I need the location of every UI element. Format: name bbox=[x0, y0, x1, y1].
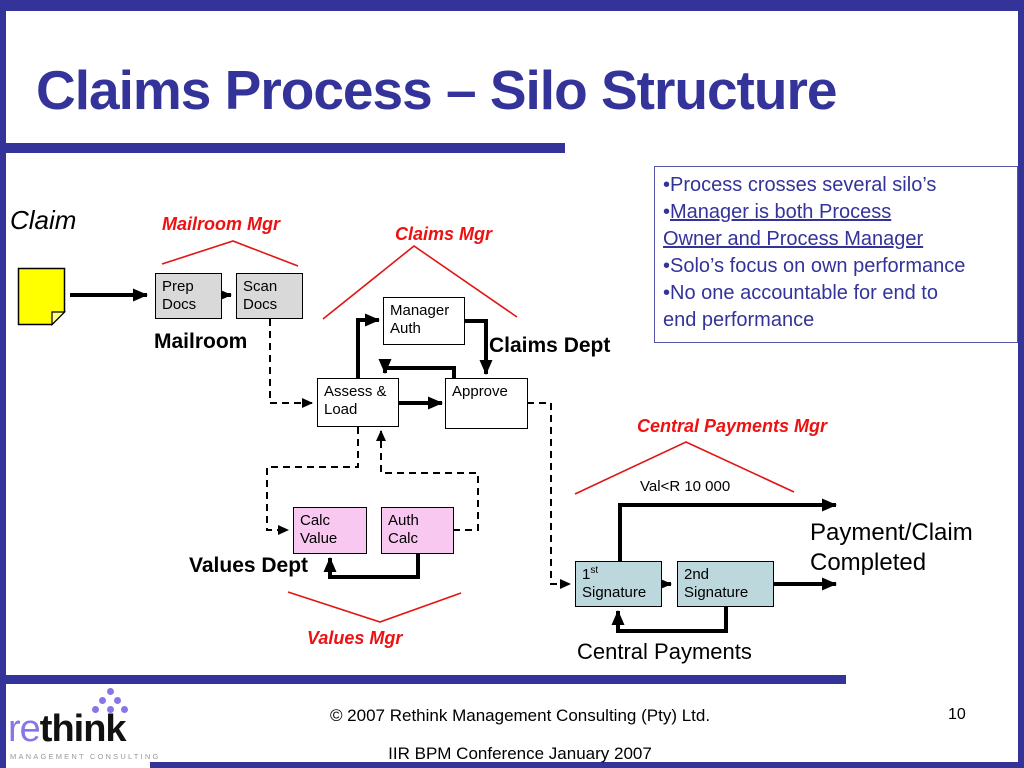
title-underline bbox=[0, 143, 565, 153]
second-signature-line1: 2nd bbox=[684, 566, 710, 583]
callout-line: •No one accountable for end to bbox=[663, 282, 938, 304]
callout-line: •Process crosses several silo’s bbox=[663, 174, 937, 196]
second-signature-box: 2nd Signature bbox=[677, 561, 774, 607]
arrow-authcalc-back-to-calcvalue bbox=[323, 553, 420, 579]
auth-calc-box: Auth Calc bbox=[381, 507, 454, 554]
claims-mgr-label: Claims Mgr bbox=[395, 224, 493, 244]
arrow-assess-to-managerauth bbox=[356, 313, 380, 379]
manager-span-brackets bbox=[161, 240, 795, 623]
callout-line: end performance bbox=[663, 309, 815, 331]
rethink-logo: rethink MANAGEMENT CONSULTING bbox=[8, 688, 178, 762]
first-signature-box: 1st Signature bbox=[575, 561, 662, 607]
frame-top-bar bbox=[0, 0, 1024, 11]
footer-conference: IIR BPM Conference January 2007 bbox=[388, 744, 652, 763]
silo-notes-callout: •Process crosses several silo’s •Manager… bbox=[654, 166, 1018, 343]
callout-line: •Manager is both Process bbox=[663, 201, 892, 223]
central-payments-mgr-label: Central Payments Mgr bbox=[637, 416, 828, 436]
manager-auth-box: Manager Auth bbox=[383, 297, 465, 345]
logo-dot bbox=[114, 697, 121, 704]
mailroom-mgr-label: Mailroom Mgr bbox=[162, 214, 281, 234]
logo-tagline: MANAGEMENT CONSULTING bbox=[10, 752, 161, 761]
mailroom-mgr-bracket bbox=[161, 240, 299, 267]
claims-dept-label: Claims Dept bbox=[489, 334, 611, 357]
frame-bottom-bar bbox=[150, 762, 1024, 768]
footer-copyright: © 2007 Rethink Management Consulting (Pt… bbox=[329, 706, 711, 725]
assess-load-box: Assess & Load bbox=[317, 378, 399, 427]
frame-left-bar bbox=[0, 0, 6, 768]
logo-dot bbox=[107, 688, 114, 695]
values-dept-label: Values Dept bbox=[189, 554, 309, 577]
slide-page-number: 10 bbox=[948, 706, 966, 723]
logo-wordmark: rethink bbox=[8, 708, 127, 750]
approve-box: Approve bbox=[445, 378, 528, 429]
value-condition-label: Val<R 10 000 bbox=[640, 478, 731, 495]
dashed-assess-to-calcvalue bbox=[266, 427, 359, 535]
frame-right-bar bbox=[1018, 0, 1024, 768]
dashed-scan-to-assess bbox=[269, 319, 313, 408]
values-mgr-label: Values Mgr bbox=[307, 628, 403, 648]
mailroom-dept-label: Mailroom bbox=[154, 330, 248, 353]
values-mgr-bracket bbox=[287, 591, 462, 623]
solid-flow-arrows bbox=[70, 288, 837, 633]
page-title: Claims Process – Silo Structure bbox=[36, 59, 837, 121]
arrow-approve-back-to-assess bbox=[378, 359, 456, 379]
first-signature-line2: Signature bbox=[582, 584, 647, 601]
logo-dot bbox=[92, 706, 99, 713]
scan-docs-box: Scan Docs bbox=[236, 273, 303, 319]
arrow-bypass-small-value bbox=[618, 498, 837, 561]
second-signature-line2: Signature bbox=[684, 584, 749, 601]
dashed-authcalc-to-assess bbox=[376, 430, 479, 531]
arrow-sig2-back-to-sig1 bbox=[611, 606, 728, 633]
central-payments-mgr-bracket bbox=[574, 441, 795, 495]
prep-docs-box: Prep Docs bbox=[155, 273, 222, 319]
central-payments-label: Central Payments bbox=[577, 639, 752, 664]
logo-dot bbox=[107, 706, 114, 713]
claim-label: Claim bbox=[10, 205, 77, 235]
dashed-handoff-arrows bbox=[266, 319, 571, 589]
footer-divider-bar bbox=[0, 675, 846, 684]
arrow-managerauth-to-approve bbox=[464, 319, 493, 375]
claim-document-icon bbox=[17, 267, 66, 326]
claims-mgr-bracket bbox=[322, 245, 518, 320]
payment-completed-label: Payment/Claim Completed bbox=[810, 519, 973, 576]
logo-dot bbox=[99, 697, 106, 704]
calc-value-box: Calc Value bbox=[293, 507, 367, 554]
callout-line: •Solo’s focus on own performance bbox=[663, 255, 966, 277]
callout-line: Owner and Process Manager bbox=[663, 228, 924, 250]
first-signature-line1: 1st bbox=[582, 565, 599, 584]
dashed-approve-to-sig1 bbox=[527, 402, 571, 589]
logo-dot bbox=[121, 706, 128, 713]
